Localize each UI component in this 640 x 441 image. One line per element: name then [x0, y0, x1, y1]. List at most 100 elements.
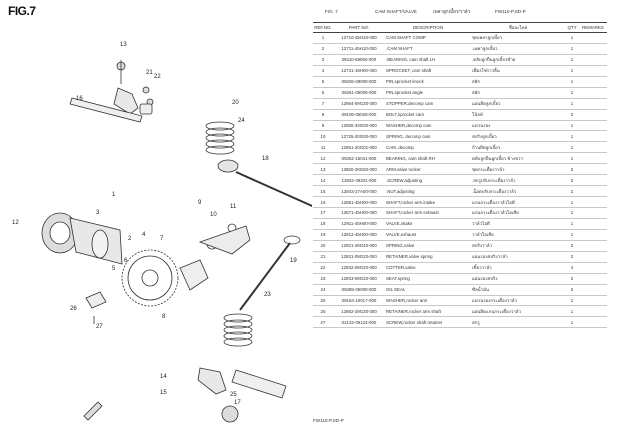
row-qty: 2 — [565, 284, 579, 296]
row-remarks — [579, 76, 607, 88]
callout-23: 23 — [264, 292, 271, 298]
row-ref: 11 — [313, 141, 333, 154]
callout-13: 13 — [120, 42, 127, 48]
row-ref: 6 — [313, 87, 333, 99]
row-part-no: 12921-28G40-000 — [333, 240, 385, 252]
row-name-th: .เพลาลูกเบี้ยว — [471, 43, 565, 55]
table-header-bar: FIG. 7 CAM SHAFT/VALVE เพลาลูกเบี้ยว/วาล… — [313, 6, 607, 24]
row-qty: 1 — [565, 218, 579, 230]
row-part-no: 12843-27A00-000 — [333, 185, 385, 198]
callout-7: 7 — [160, 236, 164, 242]
callout-9: 9 — [198, 200, 202, 206]
col-ref: REF.NO. — [313, 22, 333, 33]
row-qty: 1 — [565, 87, 579, 99]
row-description: RETAINER,rocker arm shaft — [385, 305, 471, 318]
row-name-th: ซีลน้ำมัน — [471, 284, 565, 296]
row-part-no: 12933-09G20-000 — [333, 273, 385, 285]
row-remarks — [579, 295, 607, 307]
row-qty: 1 — [565, 316, 579, 329]
row-remarks — [579, 305, 607, 318]
row-name-th: สลัก — [471, 76, 565, 88]
callout-11: 11 — [230, 204, 237, 210]
row-description: BEARING, cam shaft RH — [385, 152, 471, 165]
row-ref: 24 — [313, 284, 333, 296]
row-remarks — [579, 32, 607, 44]
row-part-no: 12954-09G20-000 — [333, 98, 385, 110]
row-description: CAM SHAFT COMP — [385, 32, 471, 44]
row-qty: 1 — [565, 98, 579, 110]
row-remarks — [579, 98, 607, 110]
row-description: .NUT,adjusting — [385, 185, 471, 198]
callout-20: 20 — [232, 100, 239, 106]
row-qty: 1 — [565, 43, 579, 55]
row-part-no: 12842-49201-000 — [333, 174, 385, 187]
row-description: WASHER,decomp cam — [385, 120, 471, 132]
exploded-parts-diagram: 1234567891011121314151617181920212223242… — [12, 42, 312, 423]
callout-5: 5 — [112, 266, 116, 272]
row-qty: 1 — [565, 152, 579, 165]
row-qty: 2 — [565, 251, 579, 263]
row-qty: 1 — [565, 196, 579, 208]
row-description: RETAINER,valve spring — [385, 251, 471, 263]
callout-17: 17 — [234, 400, 241, 406]
row-description: SPRING,valve — [385, 240, 471, 252]
row-name-th: วาล์วไอดี — [471, 218, 565, 230]
row-ref: 12 — [313, 152, 333, 165]
col-qty: QTY — [565, 22, 579, 33]
row-description: SHAFT,rocker arm intake — [385, 196, 471, 208]
row-ref: 18 — [313, 218, 333, 230]
row-description: COTTER,valve — [385, 262, 471, 274]
row-qty: 1 — [565, 32, 579, 44]
row-qty: 1 — [565, 141, 579, 154]
callout-21: 21 — [146, 70, 153, 76]
row-ref: 14 — [313, 174, 333, 187]
callout-6: 6 — [124, 258, 128, 264]
row-part-no: 12871-45H00-000 — [333, 207, 385, 219]
figure-title: FIG.7 — [8, 4, 36, 18]
row-part-no: 12912-45H00-000 — [333, 229, 385, 241]
row-part-no: 12931-09G20-000 — [333, 251, 385, 263]
row-name-th: แผ่นรองสปริง — [471, 273, 565, 285]
callout-4: 4 — [142, 232, 146, 238]
row-description: VALVE,exhaust — [385, 229, 471, 241]
row-name-th: ก้านยึดลูกเบี้ยว — [471, 141, 565, 154]
row-part-no: 12710-45H10-000 — [333, 32, 385, 44]
callout-19: 19 — [290, 258, 297, 264]
row-part-no: 09106-05028-000 — [333, 109, 385, 121]
row-description: SCREW,rocker shaft retainer — [385, 316, 471, 329]
row-part-no: 12955-33G00-000 — [333, 120, 385, 132]
row-qty: 2 — [565, 240, 579, 252]
row-name-th: แกนกระเดื่องวาล์วไอดี — [471, 196, 565, 208]
row-remarks — [579, 240, 607, 252]
row-name-th: แผ่นยึดลูกเบี้ยว — [471, 98, 565, 110]
row-remarks — [579, 120, 607, 132]
row-ref: 22 — [313, 262, 333, 274]
row-name-th: ชุดเพลาลูกเบี้ยว — [471, 32, 565, 44]
row-name-th: สลัก — [471, 87, 565, 99]
header-title: CAM SHAFT/VALVE — [375, 9, 417, 14]
row-ref: 4 — [313, 65, 333, 77]
row-ref: 2 — [313, 43, 333, 55]
row-qty: 1 — [565, 295, 579, 307]
row-part-no: 09289-05008-000 — [333, 284, 385, 296]
callout-14: 14 — [160, 374, 167, 380]
row-part-no: 12860-28G50-000 — [333, 163, 385, 176]
callout-24: 24 — [238, 118, 245, 124]
row-description: CAM, decomp — [385, 141, 471, 154]
row-ref: 26 — [313, 305, 333, 318]
row-name-th: แกนกระเดื่องวาล์วไอเสีย — [471, 207, 565, 219]
